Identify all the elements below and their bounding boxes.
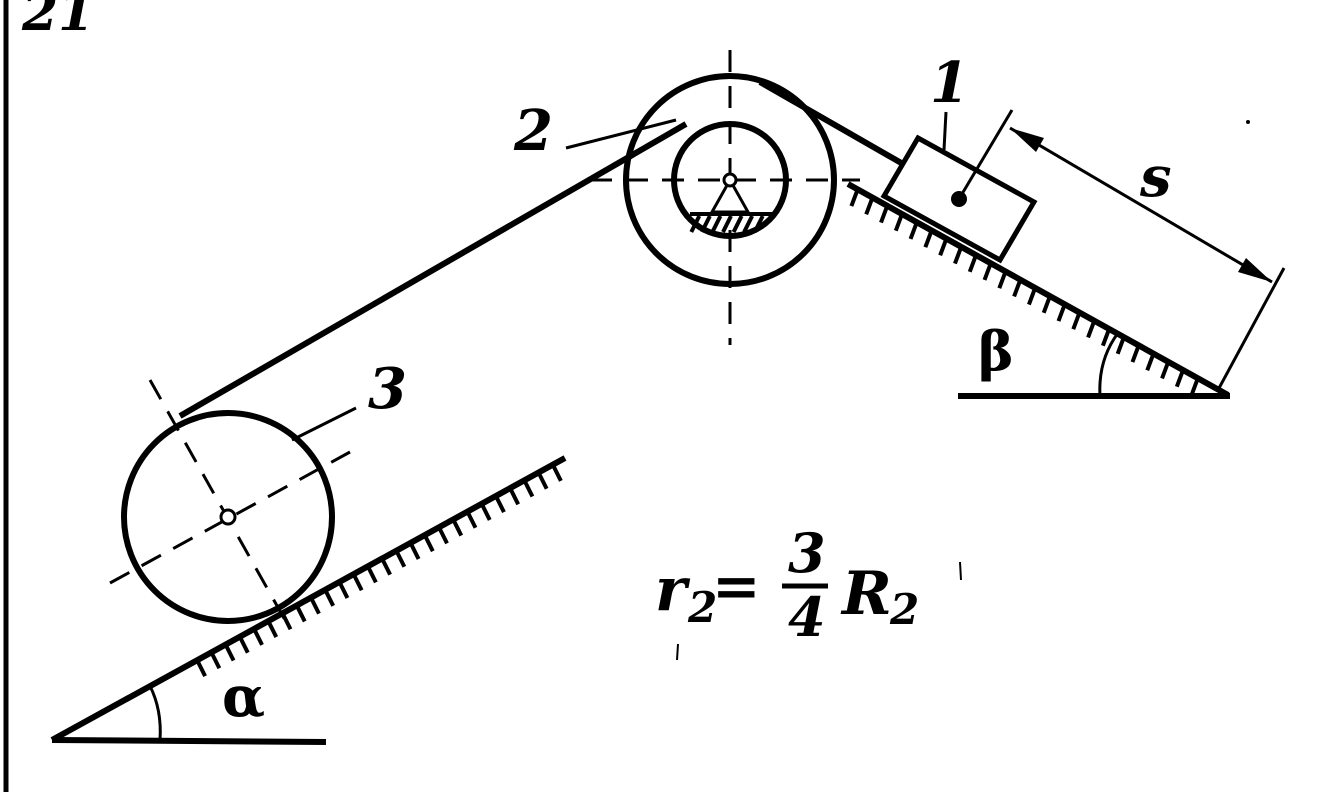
rope-right [758,79,912,171]
body3-label: 3 [368,356,407,422]
hatch-mark [252,627,264,646]
hatch-mark [380,557,392,576]
hatch-mark [967,255,978,273]
displacement-label: s [1139,144,1172,210]
hatch-mark [408,542,421,560]
angle-alpha-label: α [222,664,265,730]
hatch-mark [451,518,464,537]
hatch-mark [731,215,744,233]
hatch-mark [953,246,963,265]
hatch-mark [849,189,860,207]
hatch-mark [908,222,919,240]
body2-label: 2 [513,98,553,164]
hatch-mark [1071,312,1082,330]
hatch-mark [864,197,875,216]
hatch-mark [700,215,712,233]
hatch-mark [238,635,250,654]
hatch-mark [1189,378,1200,396]
hatch-mark [982,263,993,281]
left-incline-hatching [195,464,563,677]
hatch-mark [710,215,723,233]
speck [959,561,962,581]
right-incline [846,181,1230,399]
formula-equals: = [712,552,761,620]
speck [1246,120,1250,124]
hatch-mark [1086,320,1096,339]
body1-block [880,109,1038,264]
hatch-mark [721,215,733,233]
beta-arc [1098,332,1120,397]
hatch-mark [1130,345,1141,363]
hatch-mark [223,643,236,662]
hatch-mark [522,479,535,498]
body3-roller [109,379,351,624]
hatch-mark [938,238,949,257]
hatch-mark [1027,287,1037,306]
hatch-mark [309,596,321,615]
hatch-mark [323,588,335,607]
displacement-dimension [1009,126,1286,391]
formula-lhs-subscript: 2 [687,583,717,632]
alpha-arc [148,685,162,741]
hatch-mark [551,464,563,482]
hatch-mark [893,214,904,232]
hatch-mark [294,604,307,623]
hatch-mark [1145,353,1156,371]
hatch-mark [195,659,207,677]
hatch-mark [1160,361,1170,380]
hatch-mark [923,230,934,248]
left-incline [50,455,567,745]
hatch-mark [1100,328,1111,347]
hatch-mark [1115,337,1126,355]
body2-leader-line [565,118,677,150]
hatch-mark [1012,279,1022,298]
hatch-mark [465,510,478,529]
hatch-mark [351,573,364,592]
hatch-mark [266,620,279,638]
formula-denominator: 4 [788,585,826,649]
right-incline-hatching [849,189,1200,396]
angle-beta-label: β [978,319,1014,383]
hatch-mark [479,503,492,521]
body3-leader-line [291,406,357,442]
hatch-mark [394,549,407,568]
formula-rhs-subscript: 2 [889,585,919,634]
hatch-mark [437,526,449,545]
hatch-mark [508,487,520,506]
figure-number: 21 [21,0,94,43]
formula-numerator: 3 [788,521,826,585]
formula-rhs: R [840,559,892,629]
rope-left [178,121,688,419]
hatch-mark [752,215,765,233]
formula-lhs: r [655,555,691,625]
speck [676,643,679,661]
body1-label: 1 [930,50,969,116]
radius-ratio-formula: r 2 = 3 4 R 2 [655,521,919,649]
hatch-mark [209,651,222,670]
hatch-mark [337,581,350,599]
hatch-mark [997,271,1008,289]
hatch-mark [366,565,378,584]
hatch-mark [742,215,754,233]
hatch-mark [536,471,549,490]
hatch-mark [1174,369,1185,388]
hatch-mark [689,215,702,233]
hatch-mark [494,495,506,514]
body1-leader-line [942,111,948,151]
body2-pulley [590,50,860,345]
hatch-mark [1056,304,1067,322]
hatch-mark [1041,296,1052,314]
hatch-mark [879,205,889,224]
hatch-mark [423,534,435,553]
